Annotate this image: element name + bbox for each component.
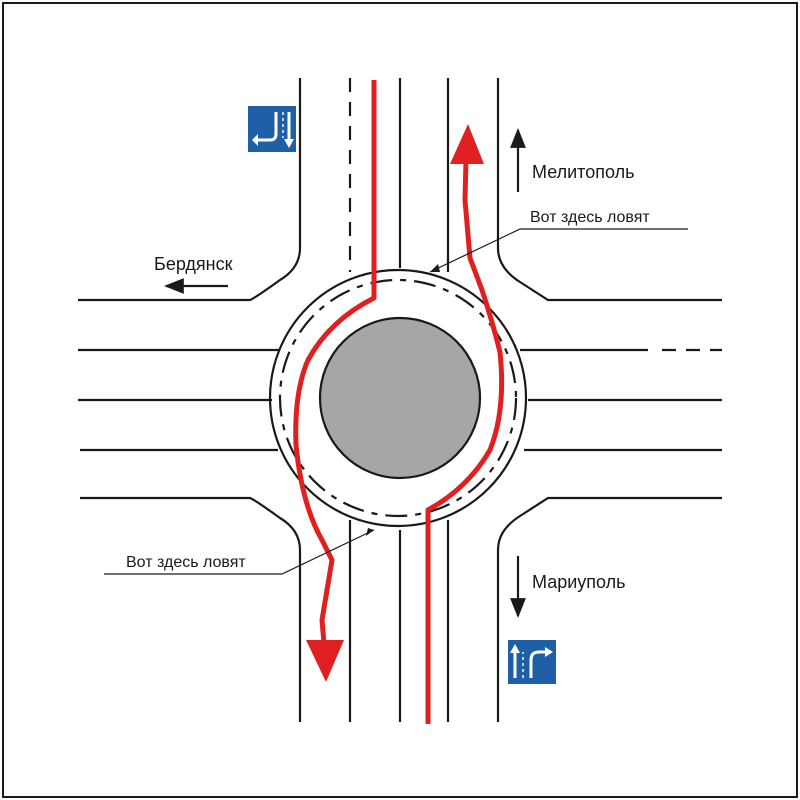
route-south-to-north — [425, 159, 505, 724]
lane-sign-left-turn-down-icon — [248, 106, 296, 152]
callout-catch-bottom: Вот здесь ловят — [126, 554, 246, 571]
route-arrowhead-south — [306, 640, 344, 682]
label-berdyansk: Бердянск — [154, 254, 233, 274]
dashed-markings — [278, 78, 722, 518]
central-island — [318, 316, 482, 480]
label-mariupol: Мариуполь — [532, 572, 626, 592]
callout-catch-top: Вот здесь ловят — [530, 209, 650, 226]
callout-leader-bottom — [104, 529, 375, 575]
label-melitopol: Мелитополь — [532, 162, 635, 182]
road-edges — [78, 78, 722, 722]
callout-leader-top — [429, 228, 688, 273]
route-arrowhead-north — [450, 124, 484, 164]
route-north-to-south — [293, 80, 377, 656]
lane-sign-straight-right-icon — [508, 640, 556, 684]
